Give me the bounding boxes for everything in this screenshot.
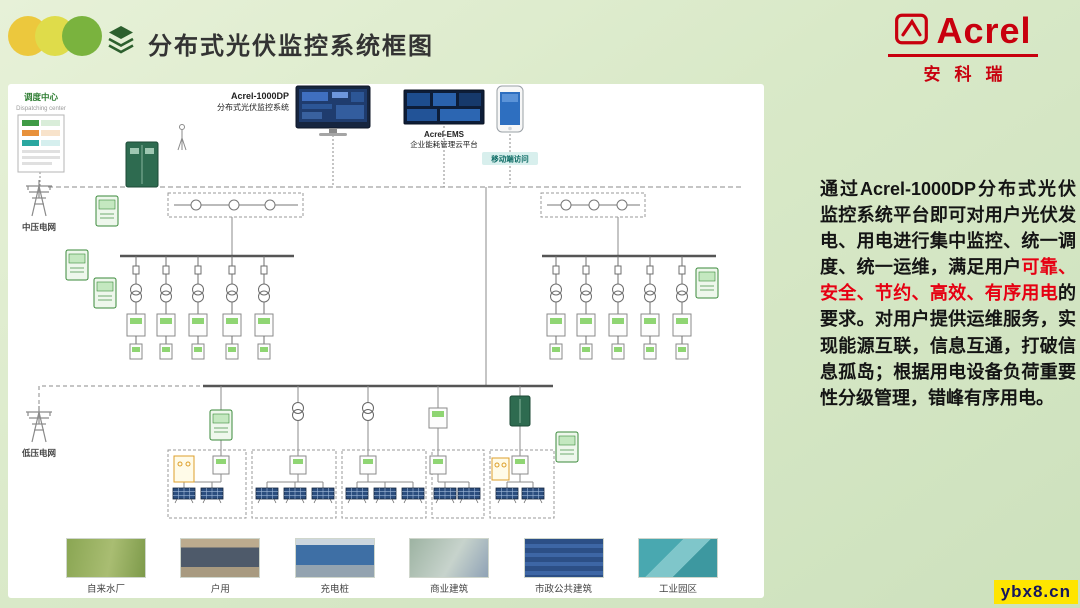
acrel-logo-icon [894, 11, 930, 52]
scada-label-2: 分布式光伏监控系统 [217, 102, 289, 112]
dispatch-center-label-en: Dispatching center [16, 106, 66, 112]
header: 分布式光伏监控系统框图 Acrel 安科瑞 [0, 0, 1080, 85]
system-diagram: 调度中心 Dispatching center 中压电网 低压电网 [16, 85, 743, 519]
circle-green [62, 16, 102, 56]
photo-thumbnail [637, 538, 718, 578]
mv-grid-tower-icon: 中压电网 [22, 179, 56, 232]
pv-panel-icon [433, 487, 457, 504]
lv-grid-tower-icon: 低压电网 [21, 405, 56, 458]
pv-panel-icon [373, 487, 397, 504]
photo-caption: 充电桩 [320, 584, 350, 595]
pv-panel-icon [495, 487, 519, 504]
distribution-box-icon [491, 457, 510, 481]
page-title: 分布式光伏监控系统框图 [148, 33, 434, 60]
pv-panel-icon [255, 487, 279, 504]
pv-panel-icon [345, 487, 369, 504]
pv-panel-icon [283, 487, 307, 504]
photo-item: 商业建筑 [409, 538, 490, 595]
diagram-panel: 调度中心 Dispatching center 中压电网 低压电网 [8, 84, 764, 598]
decorative-circles [8, 16, 108, 58]
photo-thumbnail [409, 538, 490, 578]
pv-panel-icon [521, 487, 545, 504]
ems-dashboard-icon [403, 89, 485, 125]
desc-highlight: 可靠、安全、节约、高效、有序用电 [820, 257, 1077, 304]
wiring-lines [38, 126, 743, 488]
brand-name-cn: 安科瑞 [888, 54, 1038, 85]
photo-thumbnail [523, 538, 604, 578]
pv-panel-icon [311, 487, 335, 504]
left-feeder-branches [126, 255, 274, 360]
ems-label-1: Acrel-EMS [424, 130, 465, 139]
photo-item: 户用 [180, 538, 261, 595]
photo-caption: 市政公共建筑 [535, 584, 593, 595]
photo-item: 充电桩 [294, 538, 375, 595]
dispatch-center-label: 调度中心 [24, 92, 59, 102]
dispatch-center: 调度中心 Dispatching center [16, 92, 66, 173]
brand-name: Acrel [936, 10, 1032, 51]
photo-caption: 工业园区 [658, 584, 697, 595]
pv-panel-icon [457, 487, 481, 504]
scada-monitor-icon [295, 85, 371, 136]
pv-panel-icon [172, 487, 196, 504]
watermark: ybx8.cn [993, 580, 1078, 604]
pv-panel-icon [401, 487, 425, 504]
middle-branch-devices [292, 395, 531, 429]
power-cabinet-icon [125, 141, 159, 188]
antenna-icon [177, 124, 187, 151]
desc-part-2: 的要求。对用户提供运维服务，实现能源互联，信息互通，打破信息孤岛；根据用电设备负… [820, 283, 1076, 408]
photo-caption: 自来水厂 [86, 584, 125, 595]
mobile-label: 移动端访问 [491, 154, 529, 164]
distribution-box-icon [173, 455, 195, 483]
photo-thumbnail [66, 538, 146, 578]
photo-item: 自来水厂 [66, 538, 146, 595]
description-text: 通过Acrel-1000DP分布式光伏监控系统平台即可对用户光伏发电、用电进行集… [820, 176, 1076, 411]
layers-icon [106, 24, 136, 61]
mobile-label-chip [482, 152, 538, 165]
pv-array-sections [167, 449, 555, 519]
photo-caption: 户用 [210, 584, 230, 595]
photo-item: 市政公共建筑 [523, 538, 604, 595]
metering-section [167, 192, 646, 218]
desc-part-1: 通过Acrel-1000DP分布式光伏监控系统平台即可对用户光伏发电、用电进行集… [820, 179, 1076, 278]
scada-label-1: Acrel-1000DP [231, 91, 289, 101]
right-feeder-branches [546, 255, 692, 360]
mv-grid-label: 中压电网 [22, 222, 56, 232]
photos-row: 自来水厂 户用 充电桩 商业建筑 市政公共建筑 工业园区 [8, 534, 764, 595]
mobile-phone-icon [496, 85, 524, 133]
photo-item: 工业园区 [637, 538, 718, 595]
lv-grid-label: 低压电网 [21, 448, 56, 458]
pv-panel-icon [200, 487, 224, 504]
photo-thumbnail [180, 538, 261, 578]
photo-thumbnail [294, 538, 375, 578]
photo-caption: 商业建筑 [430, 584, 469, 595]
acrel-logo: Acrel 安科瑞 [888, 10, 1038, 85]
ems-label-2: 企业能耗管理云平台 [410, 139, 478, 149]
